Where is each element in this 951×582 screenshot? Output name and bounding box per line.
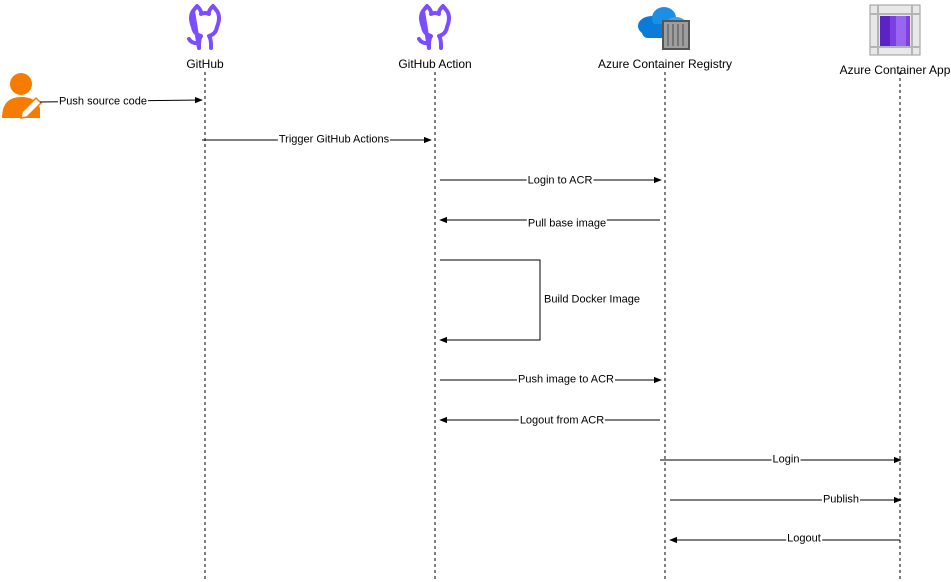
user-edit-icon [2,73,43,119]
actor-label-azure-container-app: Azure Container App [839,63,951,77]
message-label-publish: Publish [821,493,861,507]
message-label-pull-base: Pull base image [526,217,608,231]
message-label-push-image: Push image to ACR [517,373,615,387]
message-label-login-aca: Login [771,453,801,467]
message-label-build: Build Docker Image [543,293,641,307]
azure-container-registry-icon [638,7,690,50]
message-label-logout-aca: Logout [786,532,822,546]
azure-container-app-icon [869,4,921,56]
actor-label-github-action: GitHub Action [398,57,472,71]
message-label-logout-acr: Logout from ACR [518,414,606,428]
actor-label-azure-container-registry: Azure Container Registry [597,57,733,71]
arrow-build [439,259,541,344]
message-label-trigger: Trigger GitHub Actions [277,133,391,147]
message-label-login-acr: Login to ACR [526,174,594,188]
github-icon [187,4,221,50]
actor-label-github: GitHub [186,57,224,71]
message-label-push-source: Push source code [57,95,149,109]
github-icon [417,4,451,50]
